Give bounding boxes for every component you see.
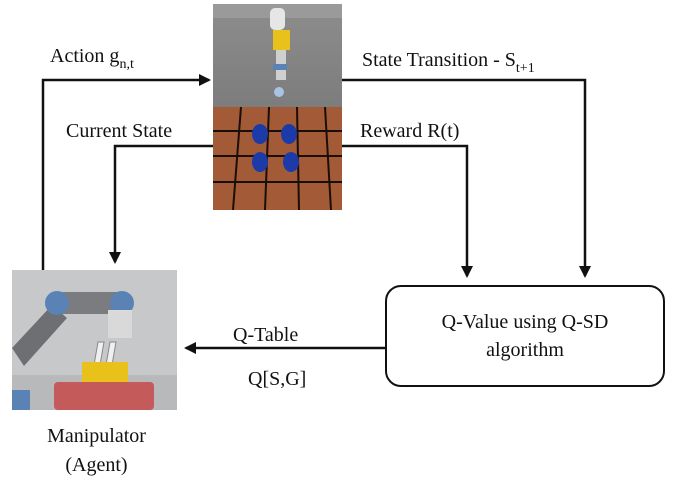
environment-image [213,4,342,210]
pedestal [54,382,154,410]
pucks [252,124,299,172]
q-value-line1: Q-Value using Q-SD [441,311,609,333]
q-table-label: Q-Table [233,324,299,346]
gripper-yellow [273,30,290,50]
environment-render [213,4,342,210]
manipulator-image [12,270,177,410]
action-arrow [41,74,211,270]
q-value-box: Q-Value using Q-SD algorithm [385,285,665,387]
robot-joint [45,291,69,315]
reward-label: Reward R(t) [360,120,460,142]
current-state-label: Current State [66,120,173,142]
manipulator-render [12,270,177,410]
robot-arm-top [270,8,285,30]
q-sg-label: Q[S,G] [248,368,307,390]
action-label: Action gn,t [50,45,134,72]
board-grid [213,106,342,210]
agent-caption: Manipulator (Agent) [14,422,179,480]
current-state-arrow [109,144,213,264]
state-transition-label: State Transition - St+1 [362,49,535,76]
state-transition-arrow [342,78,591,278]
reward-arrow [342,144,473,278]
board [213,107,342,210]
q-value-line2: algorithm [486,339,564,361]
agent-line1: Manipulator [47,425,146,447]
agent-line2: (Agent) [65,454,128,476]
